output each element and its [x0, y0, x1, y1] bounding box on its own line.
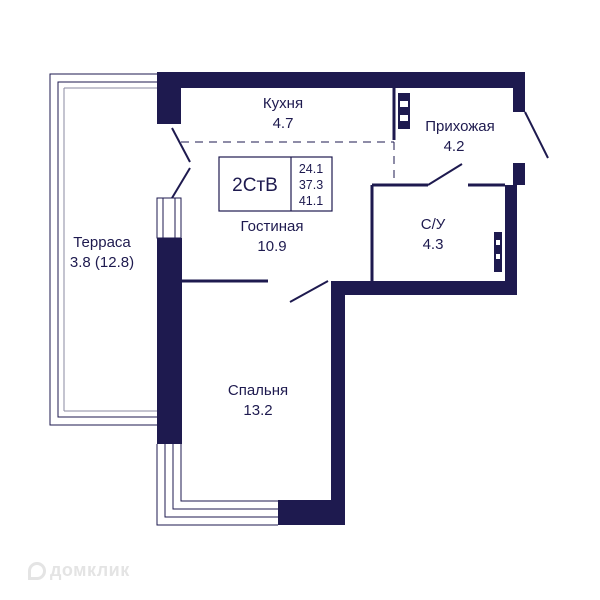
terrace-door-lower [171, 167, 191, 199]
bathroom-name: С/У [421, 216, 446, 233]
bathroom-area: 4.3 [423, 236, 444, 253]
bedroom-window [156, 444, 278, 526]
area-total: 37.3 [299, 178, 323, 192]
area-living: 24.1 [299, 162, 323, 176]
kitchen-name: Кухня [263, 95, 303, 112]
area-with-terrace: 41.1 [299, 194, 323, 208]
watermark-text: домклик [50, 560, 130, 580]
apartment-type: 2СтВ [232, 175, 278, 196]
bathroom-door [427, 163, 463, 186]
bedroom-name: Спальня [228, 382, 288, 399]
doors [171, 111, 549, 303]
hallway-name: Прихожая [425, 118, 495, 135]
domclick-logo-icon [28, 562, 46, 580]
terrace-door-upper [171, 127, 191, 163]
apartment-info-badge: 2СтВ 24.1 37.3 41.1 [218, 156, 333, 212]
bedroom-door [289, 280, 329, 303]
kitchen-area: 4.7 [273, 115, 294, 132]
bedroom-area: 13.2 [243, 402, 272, 419]
terrace-area: 3.8 (12.8) [70, 254, 134, 271]
hallway-area: 4.2 [444, 138, 465, 155]
terrace-name: Терраса [73, 234, 131, 251]
living-area: 10.9 [257, 238, 286, 255]
watermark: домклик [28, 560, 130, 581]
living-name: Гостиная [241, 218, 304, 235]
entry-door [524, 111, 549, 159]
exterior-walls [157, 72, 525, 525]
interior-walls [182, 88, 505, 283]
kitchen-boundary-dashed [181, 141, 395, 180]
living-window [156, 197, 182, 239]
terrace-outline [49, 73, 157, 426]
